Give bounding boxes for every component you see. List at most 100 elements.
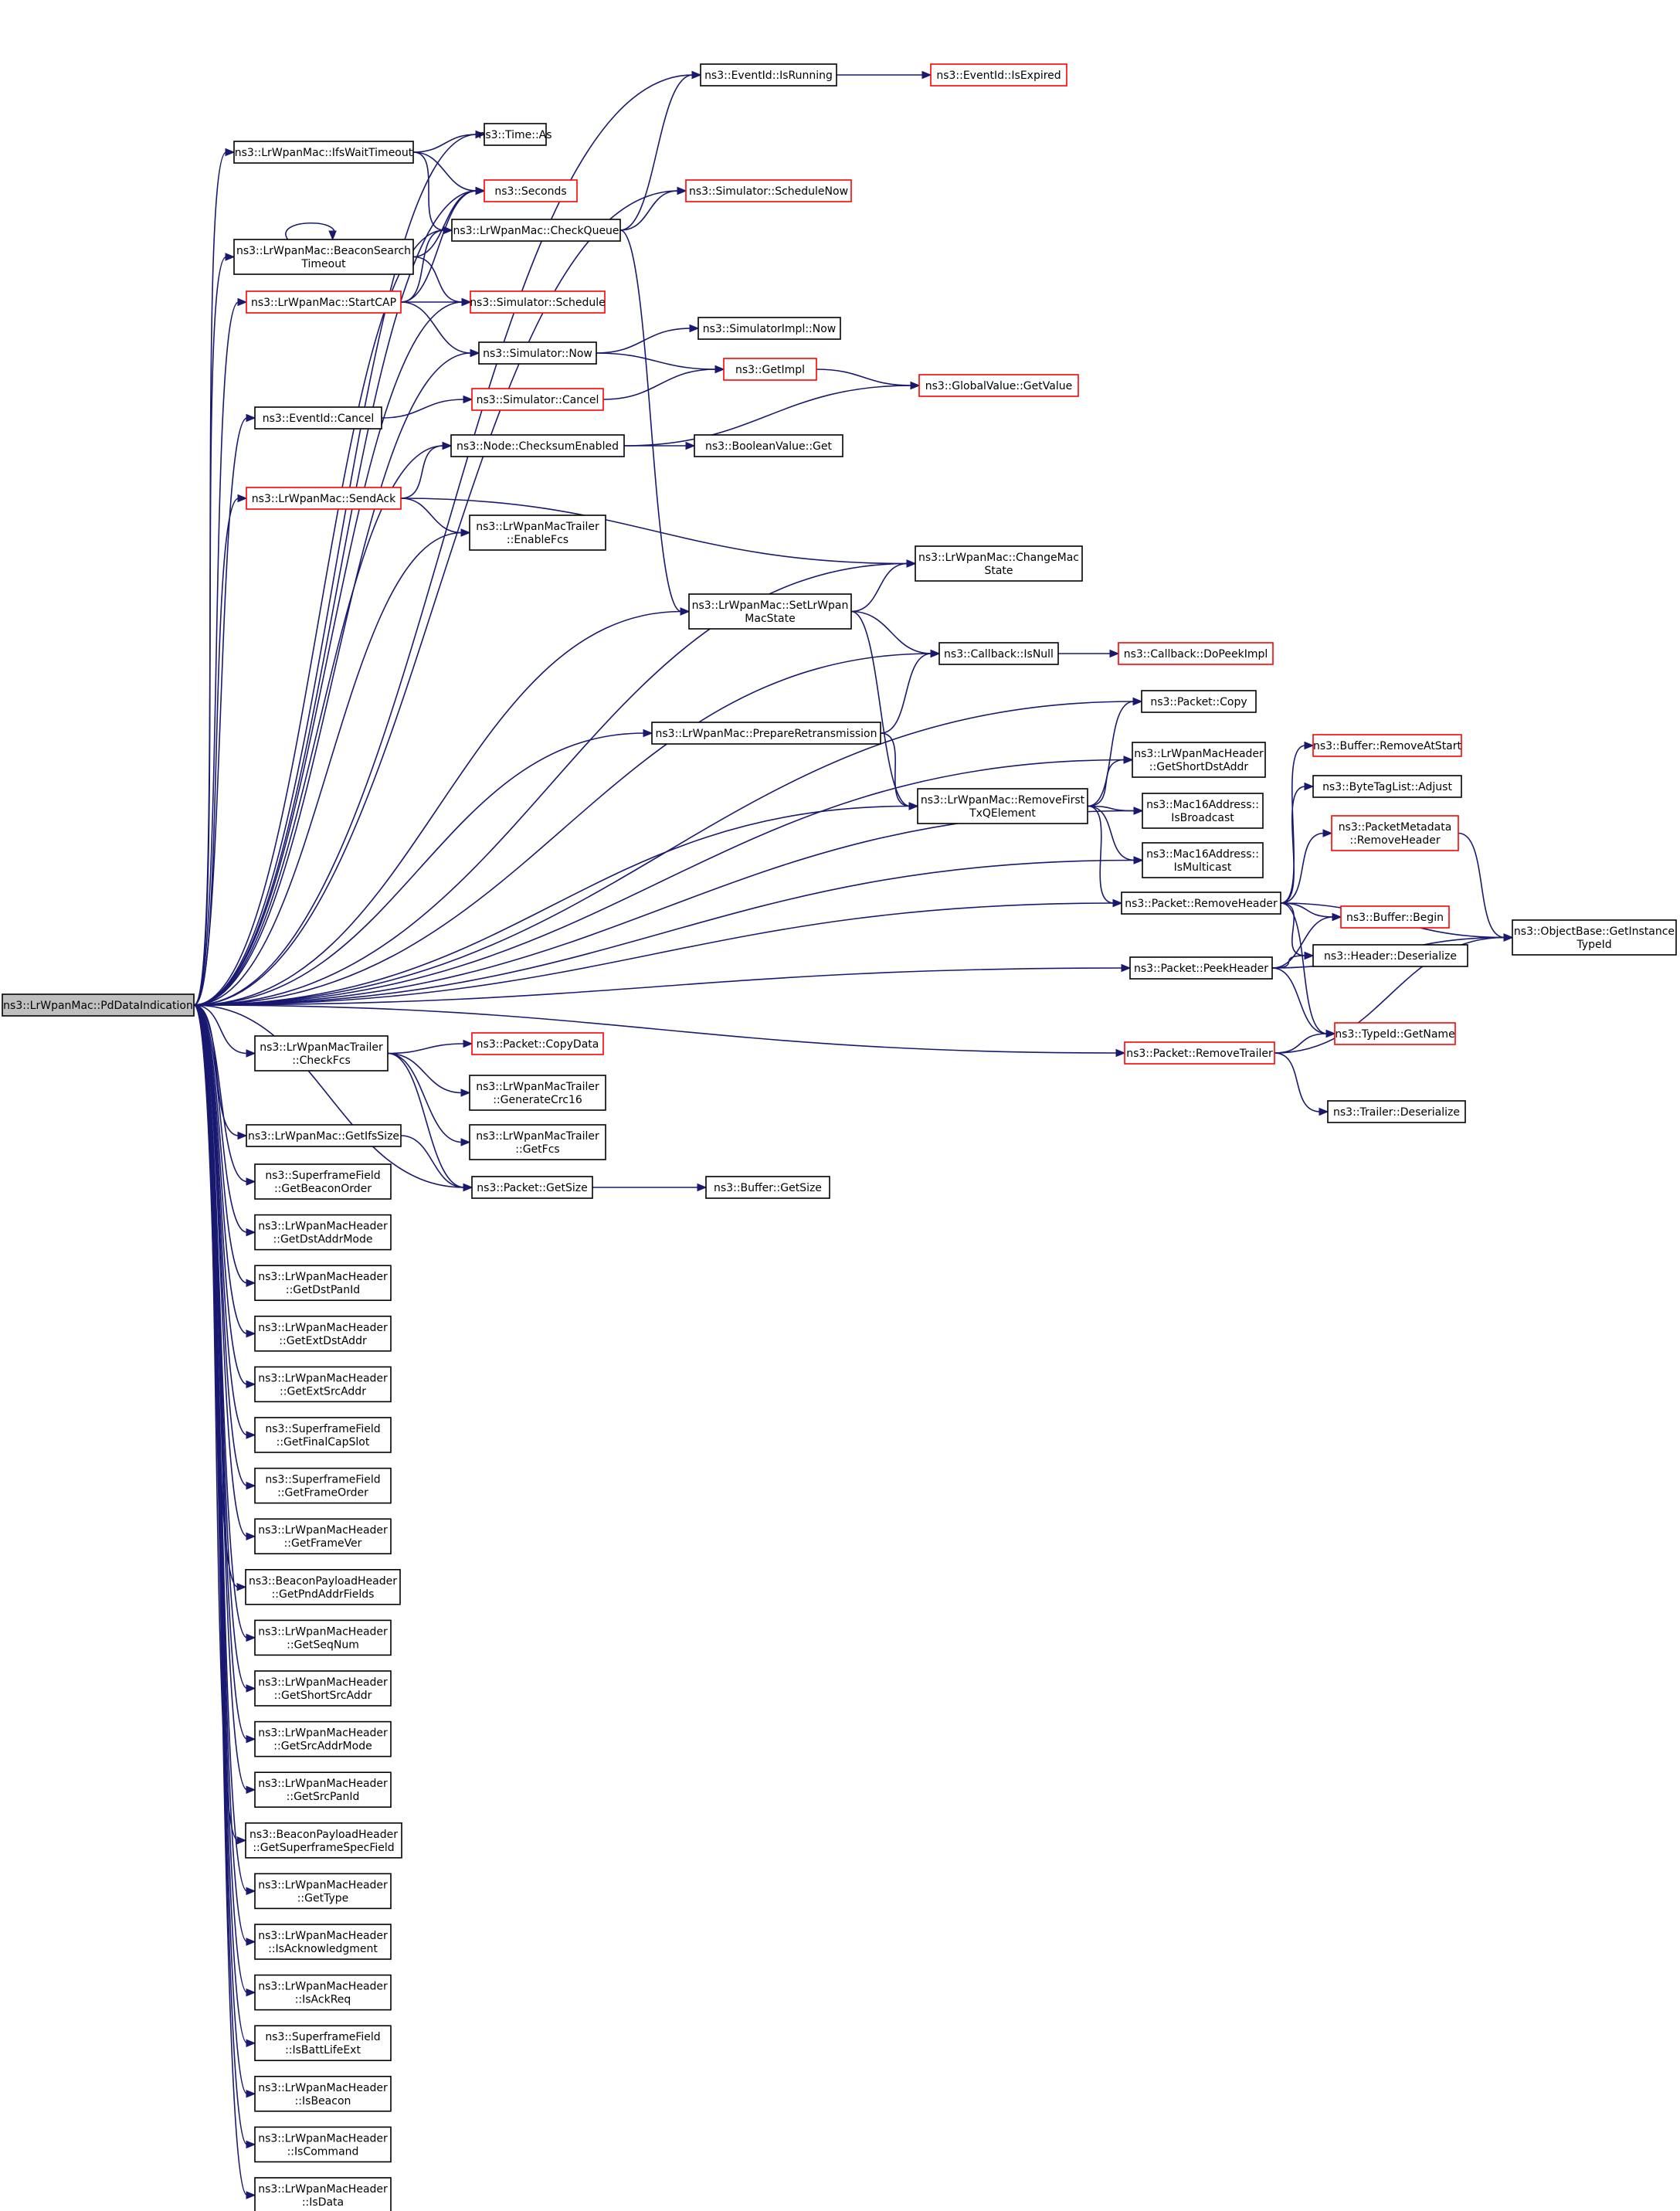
node-box[interactable] xyxy=(246,290,402,314)
node-typename[interactable]: ns3::TypeId::GetName xyxy=(1334,1022,1456,1045)
node-box[interactable] xyxy=(471,1176,593,1199)
node-box[interactable] xyxy=(688,593,852,630)
node-box[interactable] xyxy=(918,374,1079,397)
node-box[interactable] xyxy=(254,2126,392,2163)
node-getshortdst[interactable]: ns3::LrWpanMacHeader::GetShortDstAddr xyxy=(1132,742,1266,778)
node-l16[interactable]: ns3::LrWpanMacHeader::IsAckReq xyxy=(254,1974,392,2011)
node-root[interactable]: ns3::LrWpanMac::PdDataIndication xyxy=(2,993,195,1017)
node-box[interactable] xyxy=(930,63,1067,87)
node-l13[interactable]: ns3::BeaconPayloadHeader::GetSuperframeS… xyxy=(245,1822,402,1859)
node-hdrdeser[interactable]: ns3::Header::Deserialize xyxy=(1312,944,1468,967)
node-l5[interactable]: ns3::SuperframeField::GetFinalCapSlot xyxy=(254,1417,392,1453)
node-l2[interactable]: ns3::LrWpanMacHeader::GetDstPanId xyxy=(254,1265,392,1301)
node-box[interactable] xyxy=(245,1822,402,1859)
node-box[interactable] xyxy=(1331,815,1459,851)
node-box[interactable] xyxy=(1142,842,1264,878)
node-box[interactable] xyxy=(469,1075,606,1111)
node-schednow[interactable]: ns3::Simulator::ScheduleNow xyxy=(685,179,852,202)
node-box[interactable] xyxy=(254,1214,392,1251)
node-bytetag[interactable]: ns3::ByteTagList::Adjust xyxy=(1312,775,1462,798)
node-box[interactable] xyxy=(450,434,625,457)
node-l7[interactable]: ns3::LrWpanMacHeader::GetFrameVer xyxy=(254,1518,392,1554)
node-box[interactable] xyxy=(245,1569,401,1605)
node-box[interactable] xyxy=(254,1163,392,1200)
node-box[interactable] xyxy=(254,1924,392,1960)
node-seconds[interactable]: ns3::Seconds xyxy=(484,179,578,202)
node-trldeser[interactable]: ns3::Trailer::Deserialize xyxy=(1327,1100,1466,1123)
node-box[interactable] xyxy=(694,434,843,457)
node-box[interactable] xyxy=(1118,642,1274,665)
node-l9[interactable]: ns3::LrWpanMacHeader::GetSeqNum xyxy=(254,1619,392,1656)
node-l4[interactable]: ns3::LrWpanMacHeader::GetExtSrcAddr xyxy=(254,1366,392,1403)
node-l17[interactable]: ns3::SuperframeField::IsBattLifeExt xyxy=(254,2025,392,2061)
node-simcancel[interactable]: ns3::Simulator::Cancel xyxy=(471,388,604,411)
node-isnull[interactable]: ns3::Callback::IsNull xyxy=(938,642,1059,665)
node-box[interactable] xyxy=(705,1176,830,1199)
node-simnow[interactable]: ns3::Simulator::Now xyxy=(478,341,597,365)
node-pktcopy[interactable]: ns3::Packet::Copy xyxy=(1141,690,1257,713)
node-ismulticast[interactable]: ns3::Mac16Address::IsMulticast xyxy=(1142,842,1264,878)
node-getfcs[interactable]: ns3::LrWpanMacTrailer::GetFcs xyxy=(469,1124,606,1160)
node-pmremhdr[interactable]: ns3::PacketMetadata::RemoveHeader xyxy=(1331,815,1459,851)
node-box[interactable] xyxy=(233,239,414,275)
node-box[interactable] xyxy=(254,2177,392,2211)
node-box[interactable] xyxy=(471,1032,604,1055)
node-box[interactable] xyxy=(685,179,852,202)
node-box[interactable] xyxy=(254,1974,392,2011)
node-box[interactable] xyxy=(246,487,402,510)
node-box[interactable] xyxy=(254,1417,392,1453)
node-l1[interactable]: ns3::LrWpanMacHeader::GetDstAddrMode xyxy=(254,1214,392,1251)
node-box[interactable] xyxy=(915,545,1083,582)
node-bufbegin[interactable]: ns3::Buffer::Begin xyxy=(1340,905,1450,929)
node-box[interactable] xyxy=(484,123,547,146)
node-globalget[interactable]: ns3::GlobalValue::GetValue xyxy=(918,374,1079,397)
node-box[interactable] xyxy=(697,317,841,340)
node-box[interactable] xyxy=(469,1124,606,1160)
node-copydata[interactable]: ns3::Packet::CopyData xyxy=(471,1032,604,1055)
node-l12[interactable]: ns3::LrWpanMacHeader::GetSrcPanId xyxy=(254,1771,392,1808)
node-box[interactable] xyxy=(1132,742,1266,778)
node-isrunning[interactable]: ns3::EventId::IsRunning xyxy=(700,63,837,87)
node-box[interactable] xyxy=(469,515,606,551)
node-pktsize[interactable]: ns3::Packet::GetSize xyxy=(471,1176,593,1199)
node-box[interactable] xyxy=(246,1124,402,1147)
node-box[interactable] xyxy=(254,1619,392,1656)
node-box[interactable] xyxy=(917,788,1088,824)
node-bufremstart[interactable]: ns3::Buffer::RemoveAtStart xyxy=(1312,734,1462,757)
node-box[interactable] xyxy=(1312,944,1468,967)
node-l15[interactable]: ns3::LrWpanMacHeader::IsAcknowledgment xyxy=(254,1924,392,1960)
node-box[interactable] xyxy=(254,1518,392,1554)
node-pktremhdr[interactable]: ns3::Packet::RemoveHeader xyxy=(1121,892,1281,915)
node-ifswait[interactable]: ns3::LrWpanMac::IfsWaitTimeout xyxy=(233,141,414,164)
node-box[interactable] xyxy=(254,1316,392,1352)
node-box[interactable] xyxy=(254,1265,392,1301)
node-box[interactable] xyxy=(1141,690,1257,713)
node-box[interactable] xyxy=(700,63,837,87)
node-l18[interactable]: ns3::LrWpanMacHeader::IsBeacon xyxy=(254,2076,392,2112)
node-l19[interactable]: ns3::LrWpanMacHeader::IsCommand xyxy=(254,2126,392,2163)
node-remtrailer[interactable]: ns3::Packet::RemoveTrailer xyxy=(1124,1041,1275,1065)
node-sendack[interactable]: ns3::LrWpanMac::SendAck xyxy=(246,487,402,510)
node-box[interactable] xyxy=(254,1720,392,1758)
node-box[interactable] xyxy=(1334,1022,1456,1045)
node-l14[interactable]: ns3::LrWpanMacHeader::GetType xyxy=(254,1873,392,1910)
node-box[interactable] xyxy=(1327,1100,1466,1123)
node-isexpired[interactable]: ns3::EventId::IsExpired xyxy=(930,63,1067,87)
node-checksum[interactable]: ns3::Node::ChecksumEnabled xyxy=(450,434,625,457)
node-schedule[interactable]: ns3::Simulator::Schedule xyxy=(470,290,606,314)
node-box[interactable] xyxy=(233,141,414,164)
node-box[interactable] xyxy=(254,2025,392,2061)
node-box[interactable] xyxy=(1142,793,1264,829)
node-l20[interactable]: ns3::LrWpanMacHeader::IsData xyxy=(254,2177,392,2211)
node-box[interactable] xyxy=(1121,892,1281,915)
node-box[interactable] xyxy=(254,1035,389,1072)
node-enablefcs[interactable]: ns3::LrWpanMacTrailer::EnableFcs xyxy=(469,515,606,551)
node-prepare[interactable]: ns3::LrWpanMac::PrepareRetransmission xyxy=(651,722,881,745)
node-box[interactable] xyxy=(2,993,195,1017)
node-box[interactable] xyxy=(1124,1041,1275,1065)
node-l10[interactable]: ns3::LrWpanMacHeader::GetShortSrcAddr xyxy=(254,1670,392,1707)
